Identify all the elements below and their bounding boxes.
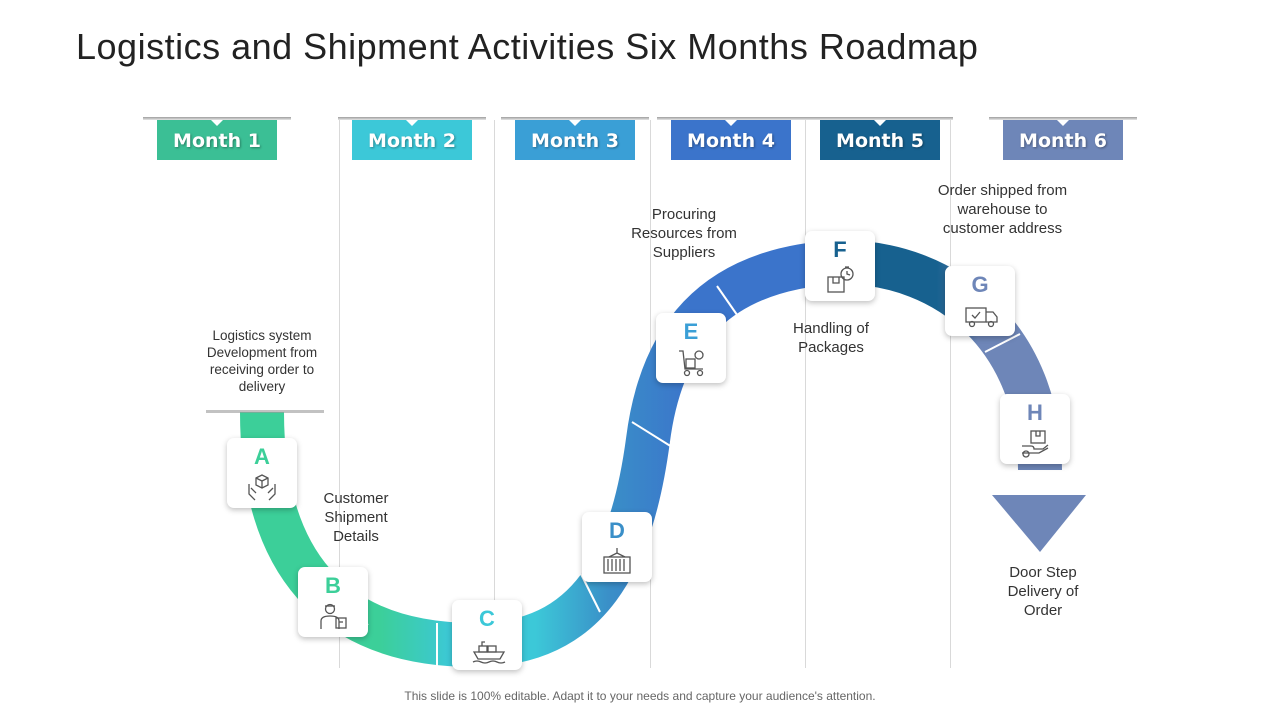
step-e-label: Procuring Resources from Suppliers bbox=[631, 206, 737, 261]
footer-note: This slide is 100% editable. Adapt it to… bbox=[404, 689, 876, 703]
month-header-shadow bbox=[143, 117, 291, 120]
month-header-shadow bbox=[501, 117, 649, 120]
month-6-header: Month 6 bbox=[1003, 120, 1123, 160]
month-header-shadow bbox=[657, 117, 805, 120]
cargo-ship-icon bbox=[472, 641, 506, 664]
hand-truck-icon bbox=[679, 350, 704, 377]
header-notch bbox=[211, 120, 223, 126]
month-label: Month 1 bbox=[173, 130, 261, 152]
delivery-person-icon bbox=[320, 603, 347, 629]
page-title: Logistics and Shipment Activities Six Mo… bbox=[76, 26, 979, 67]
step-e-card: E bbox=[656, 313, 726, 383]
step-letter: H bbox=[1027, 400, 1043, 425]
step-b-card: B bbox=[298, 567, 368, 637]
month-5-header: Month 5 bbox=[820, 120, 940, 160]
step-letter: B bbox=[325, 573, 341, 598]
step-letter: F bbox=[833, 237, 847, 262]
column-divider bbox=[950, 120, 951, 668]
step-g-card: G bbox=[945, 266, 1015, 336]
step-f-label: Handling of Packages bbox=[793, 320, 869, 356]
arrow-head bbox=[992, 495, 1086, 552]
month-2-header: Month 2 bbox=[352, 120, 472, 160]
delivery-truck-icon bbox=[965, 307, 998, 328]
step-a-label: Logistics system Development from receiv… bbox=[206, 328, 318, 394]
step-g-label: Order shipped from warehouse to customer… bbox=[937, 182, 1068, 237]
step-h-card: H bbox=[1000, 394, 1070, 464]
month-label: Month 2 bbox=[368, 130, 456, 152]
step-d-card: D bbox=[582, 512, 652, 582]
month-label: Month 4 bbox=[687, 130, 775, 152]
path-start-cap bbox=[206, 410, 324, 413]
column-divider bbox=[494, 120, 495, 668]
box-in-hands-icon bbox=[248, 474, 276, 501]
month-label: Month 6 bbox=[1019, 130, 1107, 152]
column-divider bbox=[805, 120, 806, 668]
month-header-shadow bbox=[338, 117, 486, 120]
step-c-card: C bbox=[452, 600, 522, 670]
step-a-card: A bbox=[227, 438, 297, 508]
header-notch bbox=[1057, 120, 1069, 126]
roadmap-ribbon bbox=[240, 239, 1062, 668]
step-f-card: F bbox=[805, 231, 875, 301]
step-letter: A bbox=[254, 444, 270, 469]
step-b-label: Customer Shipment Details bbox=[323, 490, 389, 545]
header-notch bbox=[725, 120, 737, 126]
step-letter: G bbox=[971, 272, 989, 297]
header-notch bbox=[874, 120, 886, 126]
step-letter: D bbox=[609, 518, 625, 543]
month-3-header: Month 3 bbox=[515, 120, 635, 160]
month-header-shadow bbox=[989, 117, 1137, 120]
shipping-container-icon bbox=[603, 548, 631, 574]
month-label: Month 5 bbox=[836, 130, 924, 152]
package-timer-icon bbox=[827, 266, 854, 293]
package-in-hand-icon bbox=[1022, 430, 1049, 458]
month-header-shadow bbox=[805, 117, 953, 120]
step-letter: C bbox=[479, 606, 495, 631]
column-divider bbox=[339, 120, 340, 668]
month-label: Month 3 bbox=[531, 130, 619, 152]
month-1-header: Month 1 bbox=[157, 120, 277, 160]
step-letter: E bbox=[683, 319, 699, 344]
header-notch bbox=[406, 120, 418, 126]
step-h-label: Door Step Delivery of Order bbox=[1007, 564, 1079, 619]
month-4-header: Month 4 bbox=[671, 120, 791, 160]
header-notch bbox=[569, 120, 581, 126]
